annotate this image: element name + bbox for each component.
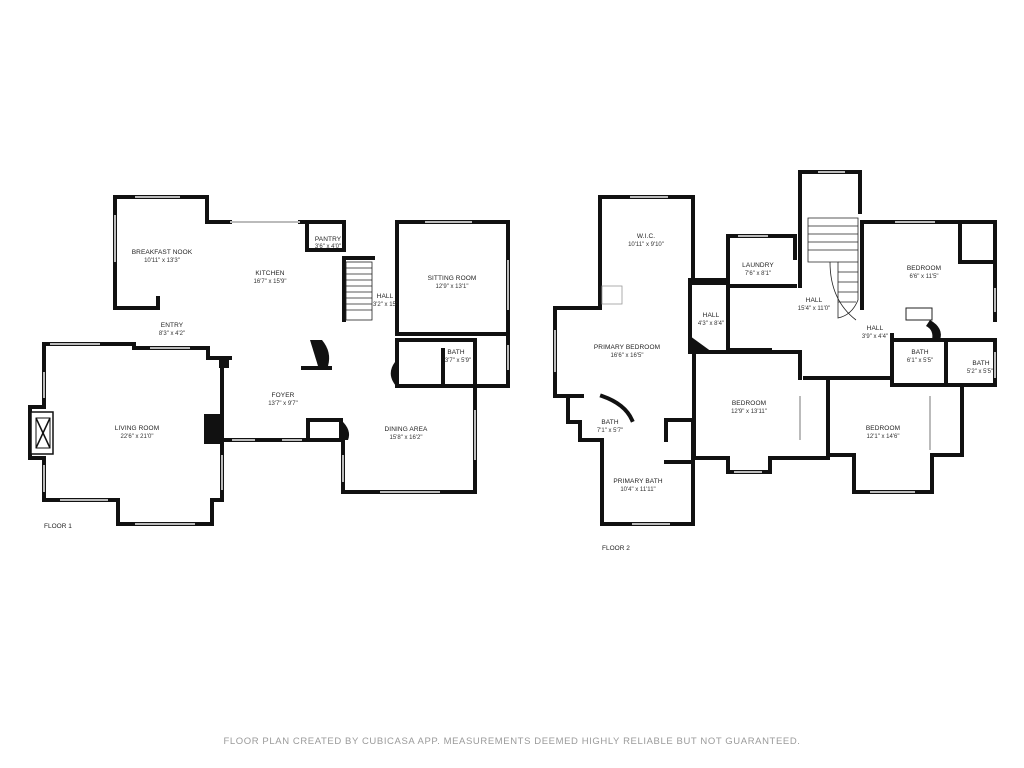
room-label: BEDROOM	[907, 265, 941, 272]
floor-1-walls	[28, 195, 510, 526]
room-dims: 10'11" x 9'10"	[628, 242, 664, 248]
closet-shelf	[601, 285, 623, 305]
curved-wall-block-2	[341, 420, 350, 440]
room-dims: 12'1" x 14'6"	[867, 434, 900, 440]
room-dims: 6'1" x 5'5"	[907, 358, 933, 364]
room-dims: 5'2" x 5'5"	[967, 369, 993, 375]
floor-1-stairs	[345, 261, 373, 321]
room-dims: 6'6" x 11'5"	[909, 274, 938, 280]
room-label: SITTING ROOM	[428, 275, 477, 282]
room-dims: 10'11" x 13'3"	[144, 258, 180, 264]
room-label: ENTRY	[161, 322, 184, 329]
room-label: HALL	[377, 293, 394, 300]
room-label: BEDROOM	[866, 425, 900, 432]
room-label: PRIMARY BATH	[613, 478, 662, 485]
room-dims: 16'7" x 15'9"	[254, 279, 287, 285]
room-dims: 16'6" x 16'5"	[611, 353, 644, 359]
fireplace	[30, 411, 54, 455]
room-dims: 12'9" x 13'11"	[731, 409, 767, 415]
room-dims: 3'9" x 4'4"	[862, 334, 888, 340]
room-dims: 15'4" x 11'0"	[798, 306, 830, 312]
fireplace-block	[204, 414, 222, 444]
column-block	[219, 358, 229, 368]
room-label: W.I.C.	[637, 233, 655, 240]
room-label: PANTRY	[315, 236, 342, 243]
vanity	[905, 307, 933, 321]
room-label: FOYER	[272, 392, 295, 399]
floor-2-label: FLOOR 2	[602, 545, 630, 552]
disclaimer-text: FLOOR PLAN CREATED BY CUBICASA APP. MEAS…	[223, 736, 801, 747]
floor-1-windows	[43, 196, 509, 525]
room-label: BATH	[972, 360, 989, 367]
room-dims: 3'2" x 15'	[373, 302, 397, 308]
room-dims: 8'3" x 4'2"	[159, 331, 185, 337]
room-dims: 13'7" x 9'7"	[268, 401, 298, 407]
room-label: LIVING ROOM	[115, 425, 159, 432]
corner-block	[690, 336, 712, 352]
room-dims: 15'8" x 16'2"	[390, 435, 423, 441]
room-label: BREAKFAST NOOK	[132, 249, 193, 256]
room-label: KITCHEN	[255, 270, 284, 277]
room-dims: 10'4" x 11'11"	[620, 487, 655, 493]
room-dims: 12'9" x 13'1"	[436, 284, 469, 290]
room-label: DINING AREA	[385, 426, 429, 433]
room-label: HALL	[703, 312, 720, 319]
curved-wall-block	[926, 320, 941, 340]
floor-2-plan: W.I.C. 10'11" x 9'10" LAUNDRY 7'6" x 8'1…	[553, 170, 997, 552]
room-label: BATH	[911, 349, 928, 356]
floor-2-stairs	[807, 217, 859, 321]
room-dims: 7'1" x 5'7"	[597, 428, 623, 434]
floor-2-windows	[554, 171, 996, 525]
floor-1-plan: BREAKFAST NOOK 10'11" x 13'3" KITCHEN 16…	[28, 195, 510, 530]
room-dims: 4'3" x 8'4"	[698, 321, 724, 327]
floor-1-label: FLOOR 1	[44, 523, 72, 530]
partition-block	[310, 340, 330, 366]
room-label: BEDROOM	[732, 400, 766, 407]
room-label: HALL	[806, 297, 823, 304]
curved-wall-block	[390, 362, 398, 386]
room-dims: 22'6" x 21'0"	[121, 434, 154, 440]
room-label: LAUNDRY	[742, 262, 774, 269]
room-label: HALL	[867, 325, 884, 332]
room-dims: 7'6" x 8'1"	[745, 271, 771, 277]
room-dims: 3'7" x 5'9"	[445, 358, 471, 364]
room-label: BATH	[447, 349, 464, 356]
room-label: BATH	[601, 419, 618, 426]
room-dims: 3'6" x 4'0"	[315, 244, 341, 250]
room-label: PRIMARY BEDROOM	[594, 344, 660, 351]
